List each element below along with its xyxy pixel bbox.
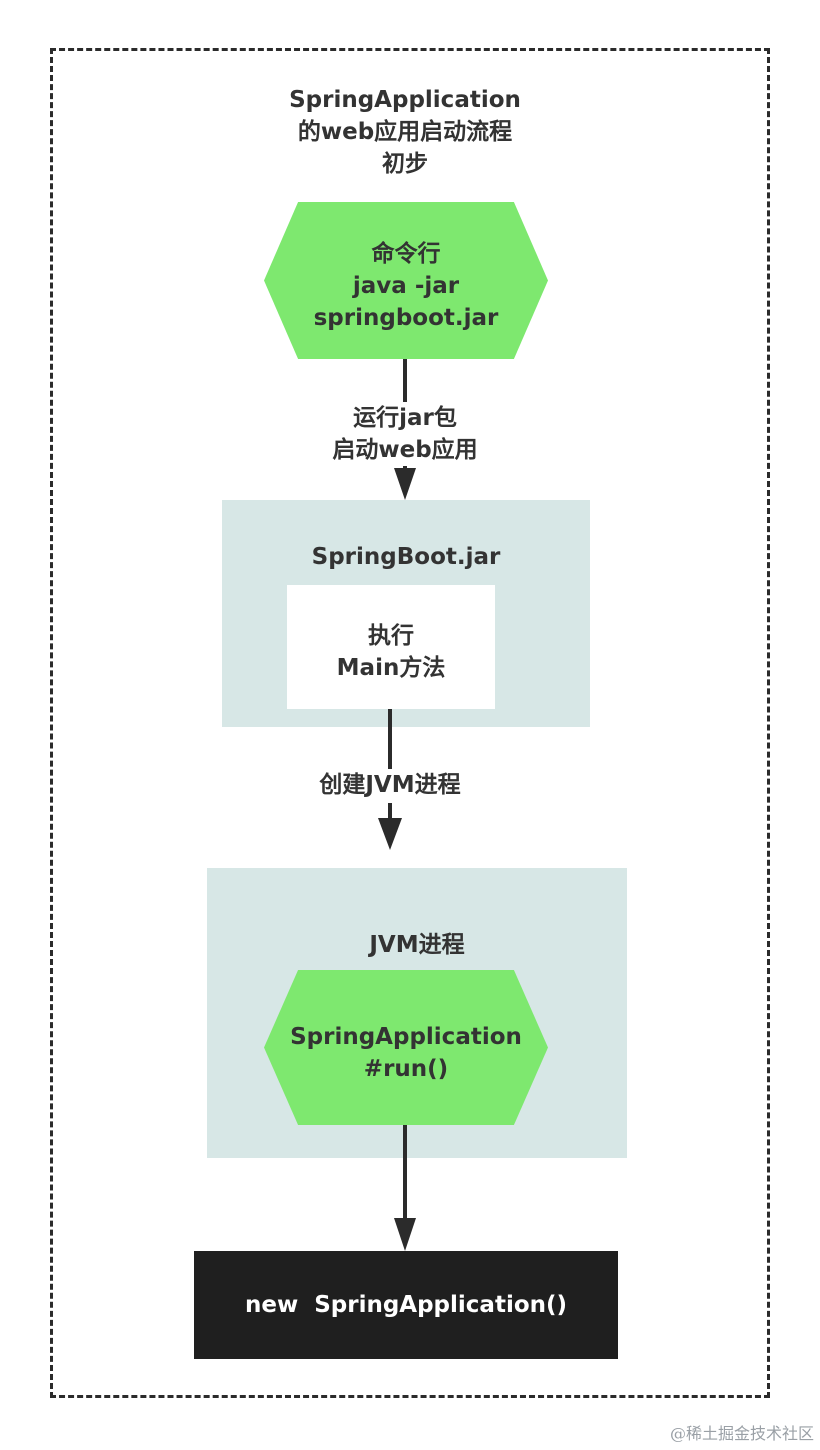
diagram-frame [50, 48, 770, 1398]
arrowhead-command-to-jar [394, 468, 416, 500]
run-jar-label-bg [325, 402, 485, 466]
diagram-title-line1: SpringApplication [289, 87, 521, 113]
command-line-label-line1: 命令行 [371, 241, 441, 267]
run-jar-label-line2: 启动web应用 [332, 437, 478, 463]
spring-application-run-label-line2: #run() [363, 1056, 449, 1082]
main-method-label-line2: Main方法 [336, 655, 446, 681]
command-line-node [264, 202, 548, 359]
run-jar-label-line1: 运行jar包 [353, 405, 457, 431]
command-line-label-line2: java -jar [352, 273, 460, 299]
diagram-title-line2: 的web应用启动流程 [297, 119, 513, 145]
main-method-box [287, 585, 495, 709]
diagram-title-line3: 初步 [382, 151, 428, 177]
watermark: @稀土掘金技术社区 [669, 1424, 814, 1443]
new-spring-application-label: new SpringApplication() [244, 1292, 568, 1318]
main-method-label-line1: 执行 [368, 623, 414, 649]
jvm-process-title: JVM进程 [369, 932, 465, 958]
new-spring-application-box [194, 1251, 618, 1359]
command-line-label-line3: springboot.jar [313, 305, 499, 331]
spring-application-run-node [264, 970, 548, 1125]
arrowhead-main-to-jvm [378, 818, 402, 850]
arrowhead-run-to-new [394, 1218, 416, 1251]
springboot-jar-title: SpringBoot.jar [311, 544, 501, 570]
spring-application-run-label-line1: SpringApplication [290, 1024, 522, 1050]
create-jvm-label-bg [308, 769, 472, 803]
create-jvm-label: 创建JVM进程 [319, 772, 461, 798]
